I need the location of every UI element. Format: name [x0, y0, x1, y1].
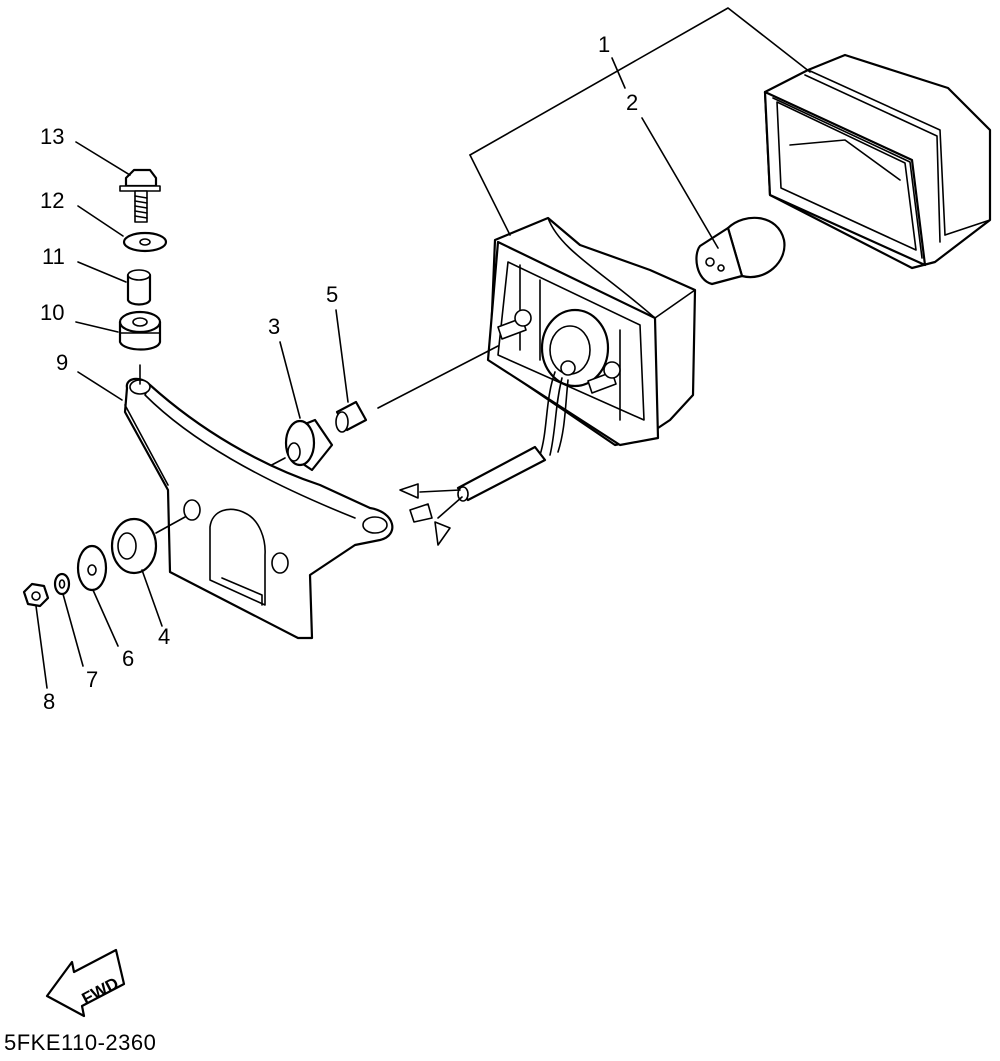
callout-labels: 1 2 3 4 5 6 7 8 9 10 11 12 13: [40, 32, 638, 714]
drawing-code: 5FKE110-2360: [4, 1030, 157, 1055]
grommet-large: [118, 310, 162, 351]
spring-washer: [53, 572, 71, 596]
callout-8: 8: [43, 689, 55, 714]
callout-2: 2: [626, 90, 638, 115]
callout-6: 6: [122, 646, 134, 671]
callout-3: 3: [268, 314, 280, 339]
damper: [110, 516, 186, 575]
washer: [122, 231, 168, 253]
tail-light-lens: [763, 53, 992, 270]
callout-9: 9: [56, 350, 68, 375]
callout-12: 12: [40, 188, 64, 213]
callout-11: 11: [42, 244, 65, 269]
callout-5: 5: [326, 282, 338, 307]
callout-10: 10: [40, 300, 64, 325]
leader-lines: [35, 7, 811, 689]
callout-7: 7: [86, 667, 98, 692]
fwd-arrow-icon: FWD: [45, 948, 126, 1018]
tail-light-housing: [377, 216, 697, 546]
collar: [335, 400, 368, 433]
bracket: [123, 377, 394, 640]
plate-washer: [76, 544, 108, 592]
bolt: [119, 168, 161, 223]
collar-small: [126, 269, 152, 306]
callout-13: 13: [40, 124, 64, 149]
callout-4: 4: [158, 624, 170, 649]
bulb: [695, 216, 786, 286]
grommet: [265, 418, 334, 472]
callout-1: 1: [598, 32, 610, 57]
nut: [22, 582, 50, 608]
